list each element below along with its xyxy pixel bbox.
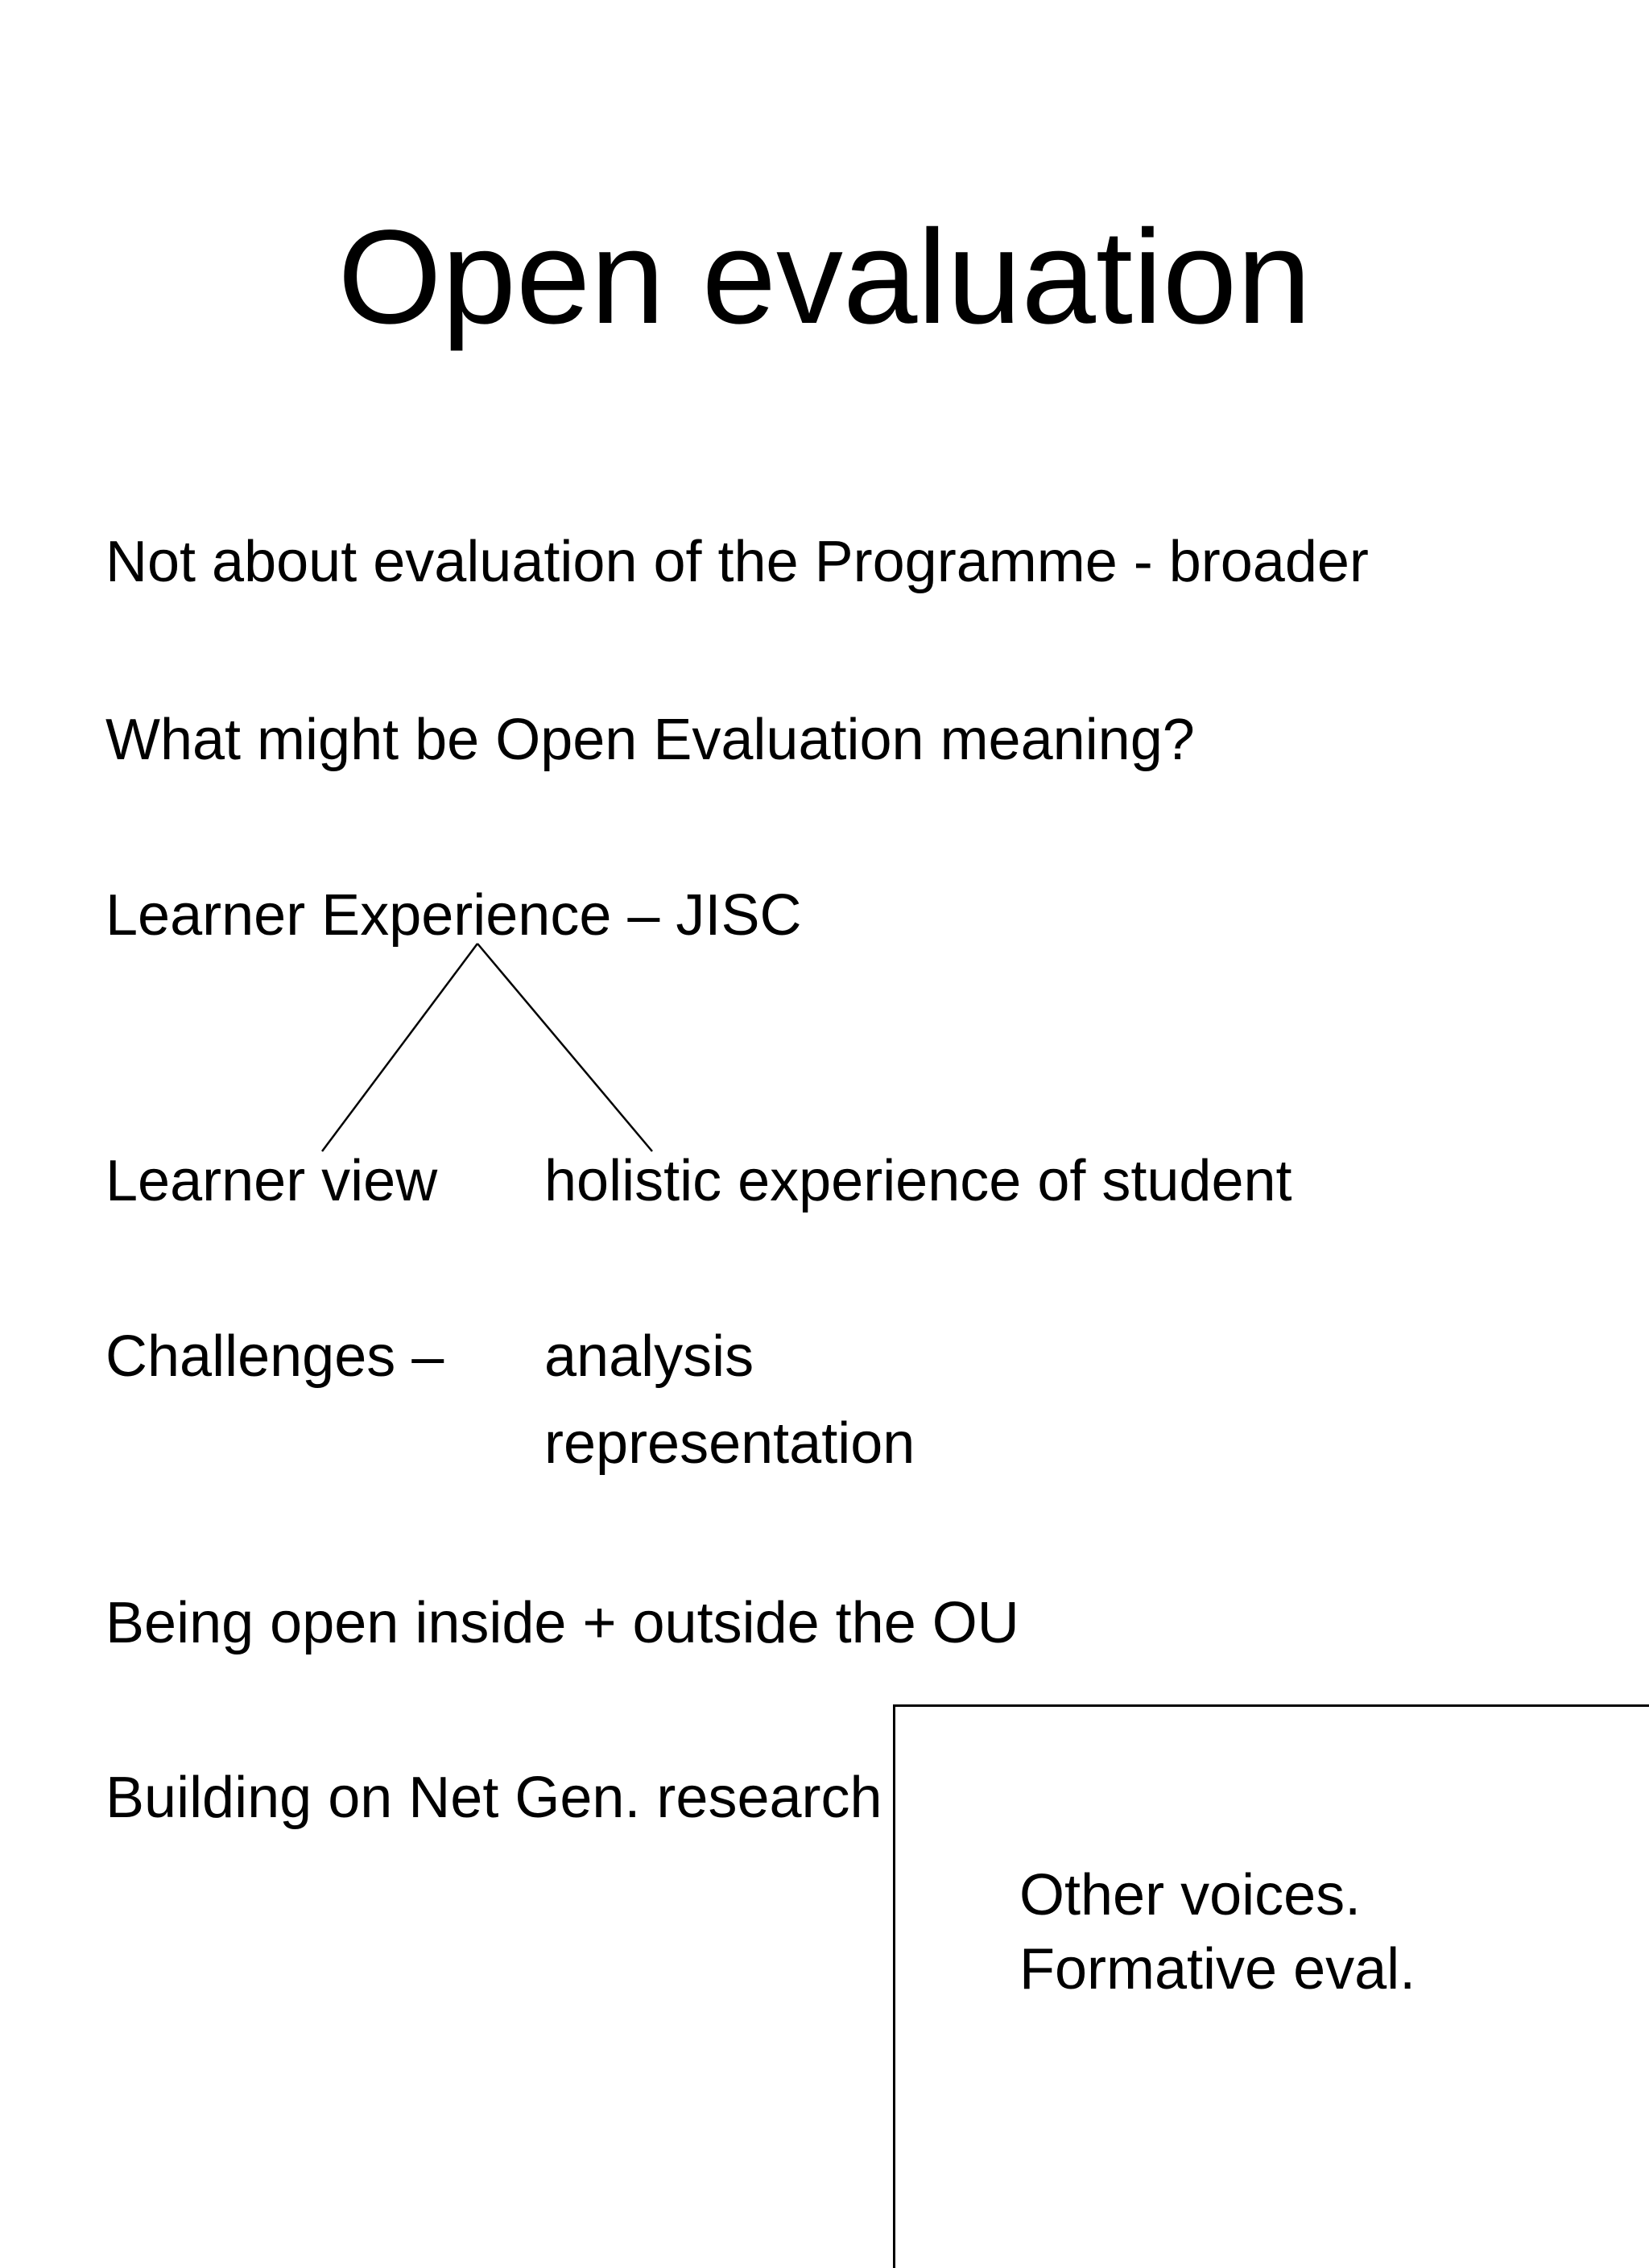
bullet-net-gen-research: Building on Net Gen. research bbox=[105, 1766, 882, 1830]
challenge-item: representation bbox=[544, 1411, 915, 1476]
tree-left-branch: Learner view bbox=[105, 1149, 438, 1213]
note-box bbox=[893, 1704, 1649, 2268]
challenges-label: Challenges – bbox=[105, 1324, 444, 1389]
note-line: Formative eval. bbox=[1019, 1937, 1416, 2002]
challenge-item: analysis bbox=[544, 1324, 754, 1389]
bullet-learner-experience: Learner Experience – JISC bbox=[105, 883, 802, 948]
bullet-not-about-evaluation: Not about evaluation of the Programme - … bbox=[105, 530, 1369, 594]
tree-right-branch: holistic experience of student bbox=[544, 1149, 1292, 1213]
bullet-open-evaluation-meaning: What might be Open Evaluation meaning? bbox=[105, 708, 1195, 772]
note-line: Other voices. bbox=[1019, 1863, 1362, 1927]
bullet-being-open: Being open inside + outside the OU bbox=[105, 1591, 1019, 1655]
slide-title: Open evaluation bbox=[337, 203, 1312, 352]
